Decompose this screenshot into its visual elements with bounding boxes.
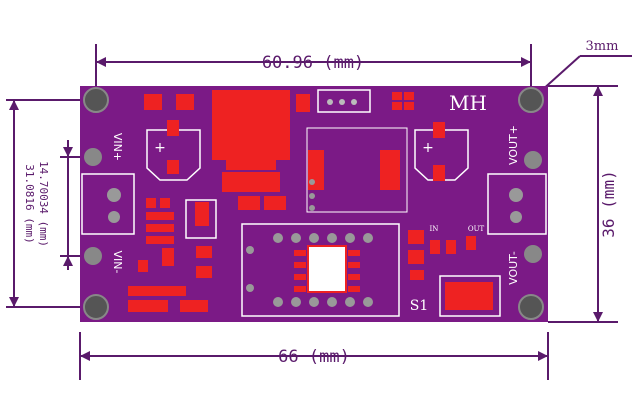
pcb-board: VIN+ VIN- VOUT+ VOUT- MH S1 IN OUT + + [80,86,548,322]
connector-pin-2 [339,99,345,105]
terminal-screw-input-2 [108,211,120,223]
transistor-outline [185,199,217,239]
label-in: IN [430,225,439,233]
capacitor-right [414,129,469,181]
dimension-height-right: 36 (mm) [599,170,618,237]
terminal-block-input [81,173,135,235]
terminal-screw-input [107,188,121,202]
mounting-hole-top-left [83,87,109,113]
label-vin-plus: VIN+ [111,133,124,161]
capacitor-left [146,129,201,181]
dimension-height-left-outer: 31.0816 (mm) [23,164,36,243]
capacitor-right-plus: + [422,140,434,156]
pad-vout-minus [524,245,542,263]
ic-chip-pins [294,250,360,292]
capacitor-left-plus: + [154,140,166,156]
terminal-block-output [487,173,547,235]
dimension-height-left-inner: 14.70034 (mm) [37,161,50,247]
terminal-screw-output [509,188,523,202]
pad-vin-plus [84,148,102,166]
smd-components [128,90,493,312]
dimension-width-bottom: 66 (mm) [278,347,350,367]
mounting-hole-bottom-left [83,294,109,320]
ic-module-outline [241,223,400,317]
label-vout-minus: VOUT- [507,251,520,285]
mounting-hole-bottom-right [518,294,544,320]
connector-outline [317,89,371,113]
module-pins [246,179,373,307]
dimension-width-top: 60.96 (mm) [262,53,364,73]
connector-pin-3 [351,99,357,105]
mounting-hole-top-right [518,87,544,113]
hole-size-callout: 3mm [586,39,619,54]
terminal-screw-output-2 [510,211,522,223]
switch-outline [439,275,501,317]
label-vin-minus: VIN- [111,251,124,274]
connector-pin-1 [327,99,333,105]
label-out: OUT [468,225,485,233]
logo-mh: MH [449,91,487,115]
label-vout-plus: VOUT+ [507,125,520,165]
dimension-arrows [9,57,603,361]
heatsink-outline [306,127,408,213]
label-s1: S1 [410,298,429,314]
ic-chip [307,245,347,293]
pad-vout-plus [524,151,542,169]
pad-vin-minus [84,247,102,265]
